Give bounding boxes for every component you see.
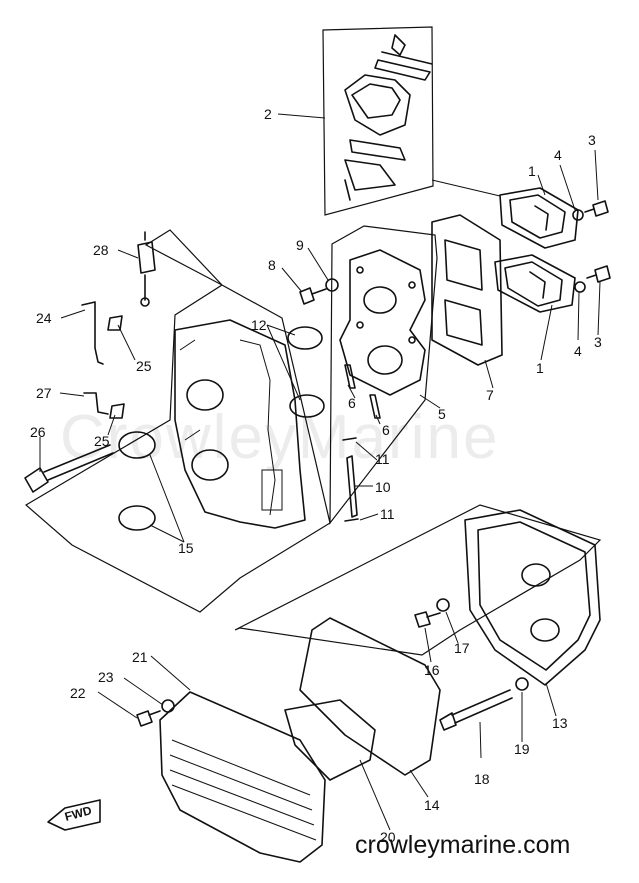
fwd-arrow-icon: FWD xyxy=(47,799,101,831)
bolt-26 xyxy=(24,444,114,493)
callout-4-upper: 4 xyxy=(554,147,562,163)
gasket-12-upper xyxy=(287,326,323,350)
bolt-8 xyxy=(299,287,327,305)
callout-10: 10 xyxy=(375,479,391,495)
callout-6-left: 6 xyxy=(348,395,356,411)
cover-13 xyxy=(464,509,601,686)
bolt-22 xyxy=(136,710,161,727)
bolt-18 xyxy=(439,689,513,731)
callout-28: 28 xyxy=(93,242,109,258)
site-url: crowleymarine.com xyxy=(355,831,570,859)
washer-4-upper xyxy=(572,209,584,221)
callout-19: 19 xyxy=(514,741,530,757)
cylinder-block-group-frame xyxy=(24,229,331,613)
washer-19 xyxy=(515,677,529,691)
callout-5: 5 xyxy=(438,406,446,422)
gasket-12-lower xyxy=(289,394,325,418)
o-ring-15-upper xyxy=(118,431,156,459)
screw-6-left xyxy=(344,364,356,389)
intake-manifold-5 xyxy=(339,249,426,396)
screw-6-right xyxy=(369,394,381,419)
callout-3-lower: 3 xyxy=(594,334,602,350)
callout-9: 9 xyxy=(296,237,304,253)
callout-1-lower: 1 xyxy=(536,360,544,376)
callout-6-right: 6 xyxy=(382,422,390,438)
callout-20: 20 xyxy=(380,829,396,845)
callout-27: 27 xyxy=(36,385,52,401)
watermark: CrowleyMarine xyxy=(60,403,499,472)
callout-13: 13 xyxy=(552,715,568,731)
callout-23: 23 xyxy=(98,669,114,685)
callout-25-upper: 25 xyxy=(136,358,152,374)
gasket-14 xyxy=(299,617,441,776)
reed-valve-assembly xyxy=(344,34,433,201)
screw-3-lower xyxy=(586,265,611,283)
callout-25-lower: 25 xyxy=(94,433,110,449)
bolt-16 xyxy=(414,611,441,628)
fwd-label: FWD xyxy=(63,803,93,824)
callout-14: 14 xyxy=(424,797,440,813)
fitting-25-lower xyxy=(109,403,125,419)
washer-23 xyxy=(161,699,175,713)
callout-4-lower: 4 xyxy=(574,343,582,359)
part-28 xyxy=(137,231,156,307)
callout-2: 2 xyxy=(264,106,272,122)
callout-17: 17 xyxy=(454,640,470,656)
washer-4-lower xyxy=(574,281,586,293)
callout-8: 8 xyxy=(268,257,276,273)
reed-valve-lower xyxy=(494,254,576,313)
callout-15: 15 xyxy=(178,540,194,556)
callout-26: 26 xyxy=(30,424,46,440)
leader-lines xyxy=(39,113,601,831)
pipe-24 xyxy=(81,301,104,365)
cover-21 xyxy=(159,691,326,863)
part-27 xyxy=(83,392,109,415)
callout-labels: 2 1 4 3 1 4 3 7 5 6 6 8 9 12 11 10 11 15… xyxy=(30,106,602,845)
clip-11-lower xyxy=(344,518,359,522)
screw-3-upper xyxy=(584,200,609,217)
reed-valve-assembly-frame xyxy=(322,26,434,216)
cover-group-frame xyxy=(234,504,602,656)
cylinder-block xyxy=(174,319,306,529)
callout-3-upper: 3 xyxy=(588,132,596,148)
callout-18: 18 xyxy=(474,771,490,787)
callout-1-upper: 1 xyxy=(528,163,536,179)
callout-11-lower: 11 xyxy=(380,506,395,522)
washer-17 xyxy=(436,598,450,612)
gasket-20 xyxy=(284,699,376,781)
callout-7: 7 xyxy=(486,387,494,403)
o-ring-15-lower xyxy=(118,505,156,531)
callout-11-upper: 11 xyxy=(375,451,390,467)
callout-21: 21 xyxy=(132,649,148,665)
hose-10 xyxy=(346,455,358,518)
clip-11-upper xyxy=(342,437,357,441)
callout-12: 12 xyxy=(251,317,267,333)
gasket-7 xyxy=(431,214,503,366)
reed-valve-upper xyxy=(499,187,579,249)
washer-9 xyxy=(325,278,339,292)
callout-16: 16 xyxy=(424,662,440,678)
callout-24: 24 xyxy=(36,310,52,326)
callout-22: 22 xyxy=(70,685,86,701)
